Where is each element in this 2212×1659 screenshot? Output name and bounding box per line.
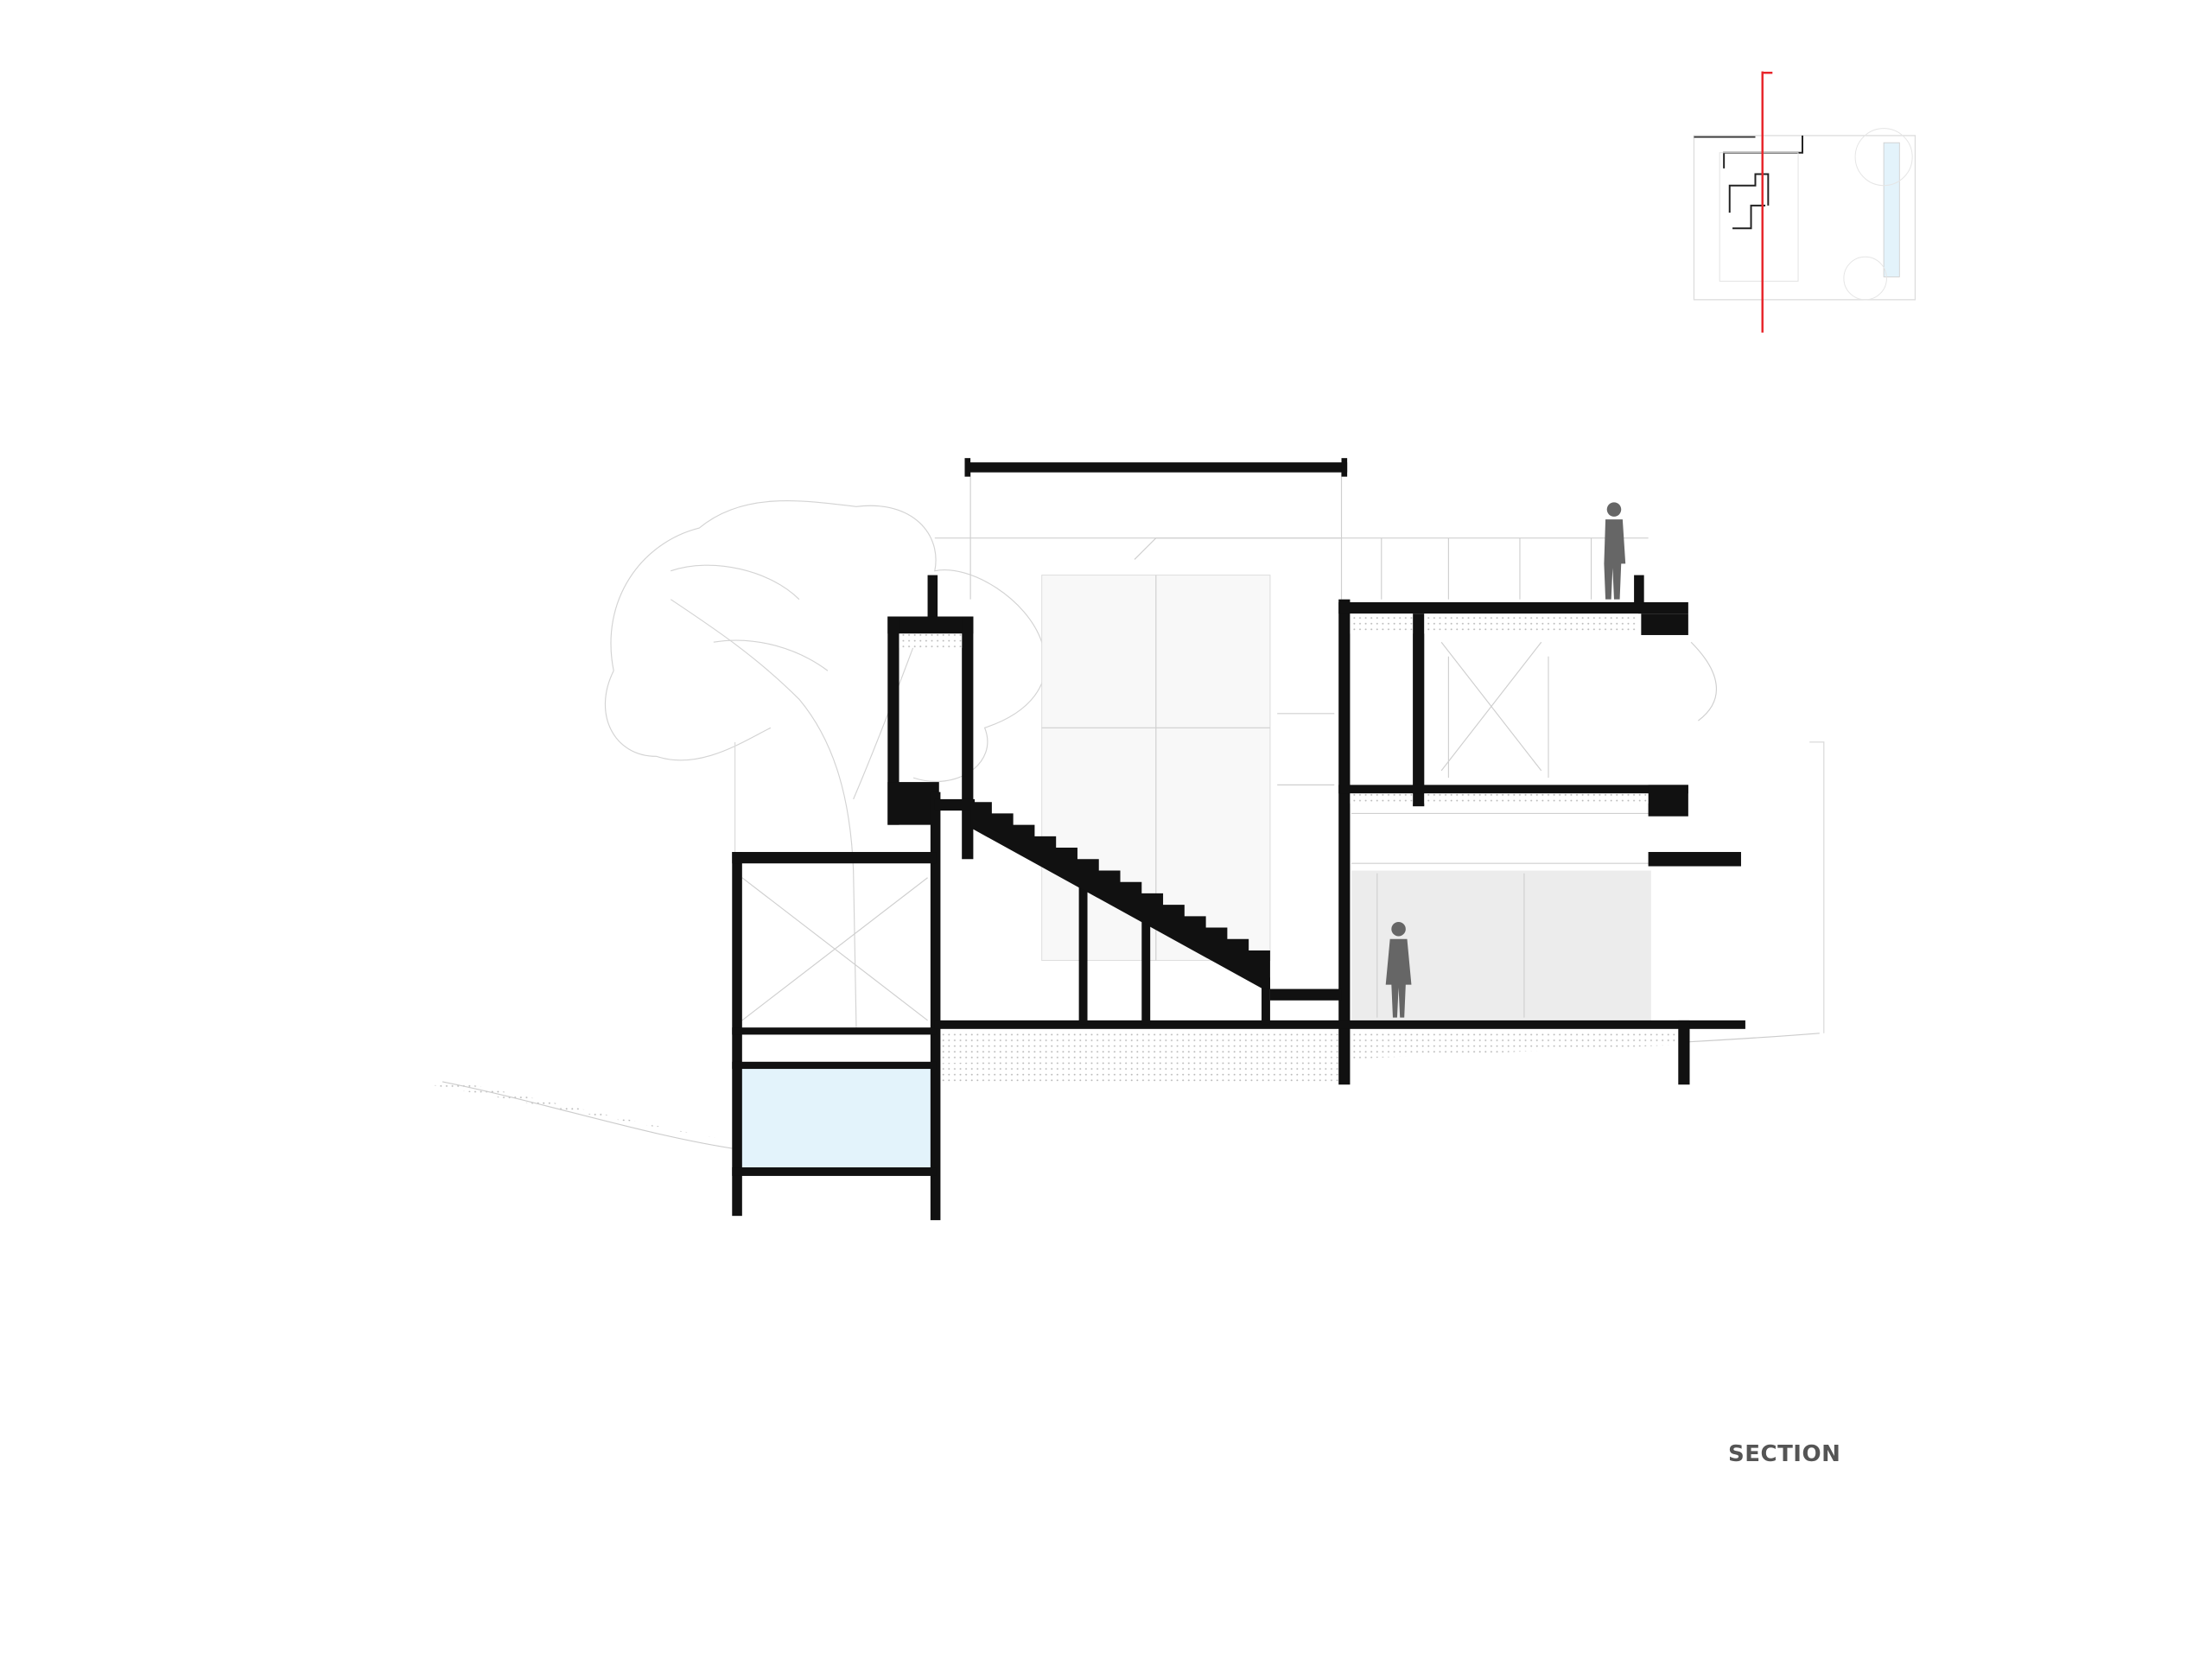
person-ground bbox=[1385, 921, 1412, 1018]
drawing-title: SECTION bbox=[1728, 1441, 1841, 1467]
person-roof bbox=[1604, 502, 1626, 600]
cut-structure bbox=[732, 458, 1745, 1221]
tree-outline bbox=[605, 500, 1046, 1028]
water-tank bbox=[737, 1067, 932, 1171]
staircase bbox=[970, 802, 1270, 989]
key-plan bbox=[1693, 71, 1916, 333]
